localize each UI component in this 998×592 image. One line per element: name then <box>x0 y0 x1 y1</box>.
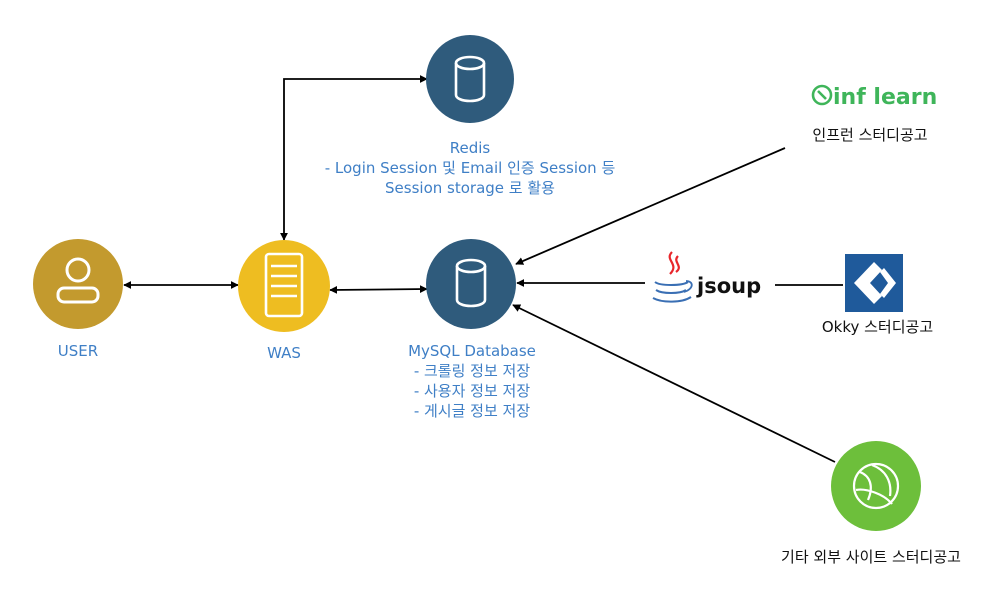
external-node <box>831 441 921 531</box>
jsoup-logo: jsoup <box>696 274 761 298</box>
external-label: 기타 외부 사이트 스터디공고 <box>781 548 961 566</box>
user-node <box>33 239 123 329</box>
redis-desc-1: - Login Session 및 Email 인증 Session 등 <box>324 159 616 177</box>
was-mysql-arrow <box>329 285 428 294</box>
external-mysql-arrow <box>512 304 836 463</box>
mysql-desc-1: - 크롤링 정보 저장 <box>413 362 531 380</box>
inflearn-mysql-arrow <box>515 147 786 265</box>
redis-node <box>426 35 514 123</box>
redis-desc-2: Session storage 로 활용 <box>385 179 555 197</box>
okky-label: Okky 스터디공고 <box>821 318 934 336</box>
database-icon <box>454 55 486 103</box>
java-icon <box>652 251 693 303</box>
okky-node <box>845 254 903 312</box>
inflearn-label: 인프런 스터디공고 <box>812 126 928 144</box>
redis-label: Redis - Login Session 및 Email 인증 Session… <box>270 138 670 198</box>
server-icon <box>264 252 304 318</box>
user-icon <box>56 257 100 304</box>
mysql-desc-2: - 사용자 정보 저장 <box>413 382 531 400</box>
mysql-title: MySQL Database <box>408 342 536 360</box>
mysql-desc-3: - 게시글 정보 저장 <box>413 402 531 420</box>
was-redis-arrow <box>280 75 428 241</box>
was-label: WAS <box>267 344 301 362</box>
user-label: USER <box>57 342 99 360</box>
mysql-label: MySQL Database - 크롤링 정보 저장 - 사용자 정보 저장 -… <box>372 341 572 421</box>
redis-title: Redis <box>449 139 491 157</box>
mysql-node <box>426 239 516 329</box>
globe-icon <box>852 462 900 510</box>
inflearn-logo: inf learn <box>833 85 937 110</box>
inflearn-logo-icon <box>811 84 833 106</box>
connectors <box>123 75 843 463</box>
was-node <box>238 240 330 332</box>
database-icon <box>455 258 487 308</box>
